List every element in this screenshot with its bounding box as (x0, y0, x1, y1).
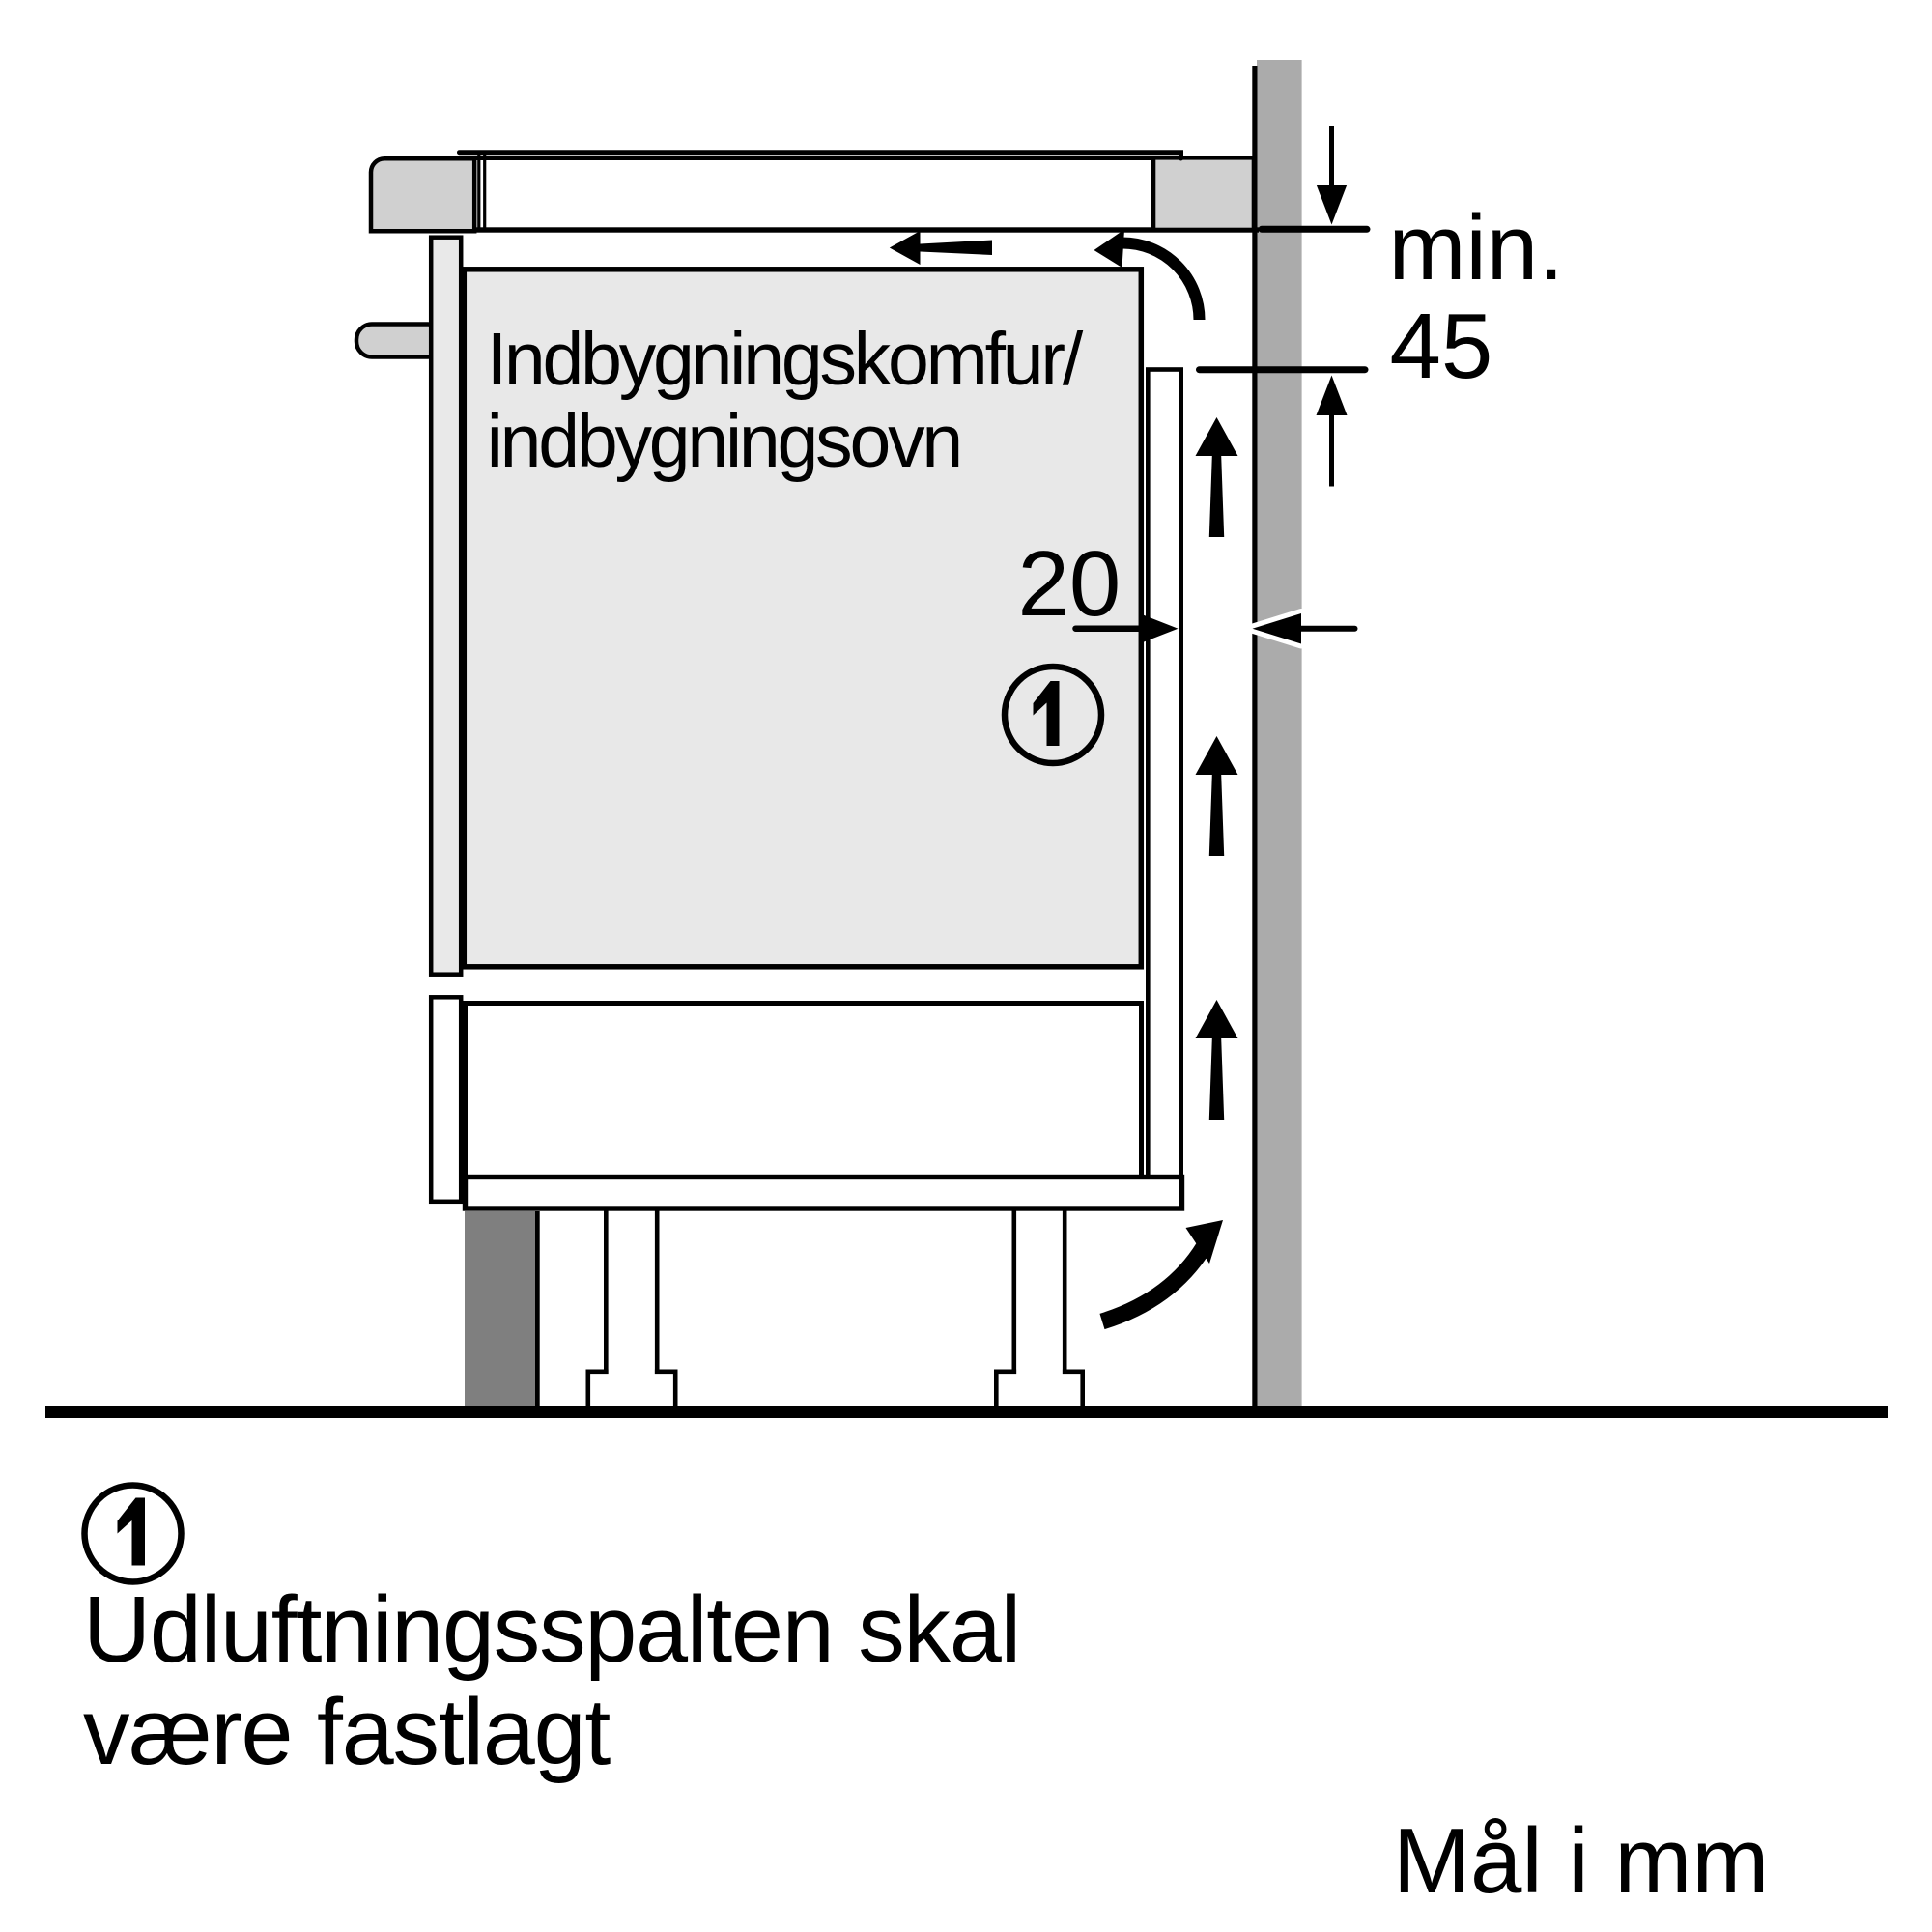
svg-text:min.: min. (1389, 196, 1564, 299)
svg-text:være fastlagt: være fastlagt (83, 1679, 611, 1784)
svg-text:indbygningsovn: indbygningsovn (487, 400, 960, 483)
svg-text:45: 45 (1390, 295, 1493, 398)
svg-text:Indbygningskomfur/: Indbygningskomfur/ (487, 318, 1084, 401)
svg-text:Mål i mm: Mål i mm (1393, 1809, 1769, 1913)
svg-text:Udluftningsspalten skal: Udluftningsspalten skal (83, 1577, 1020, 1682)
svg-text:20: 20 (1018, 532, 1122, 636)
